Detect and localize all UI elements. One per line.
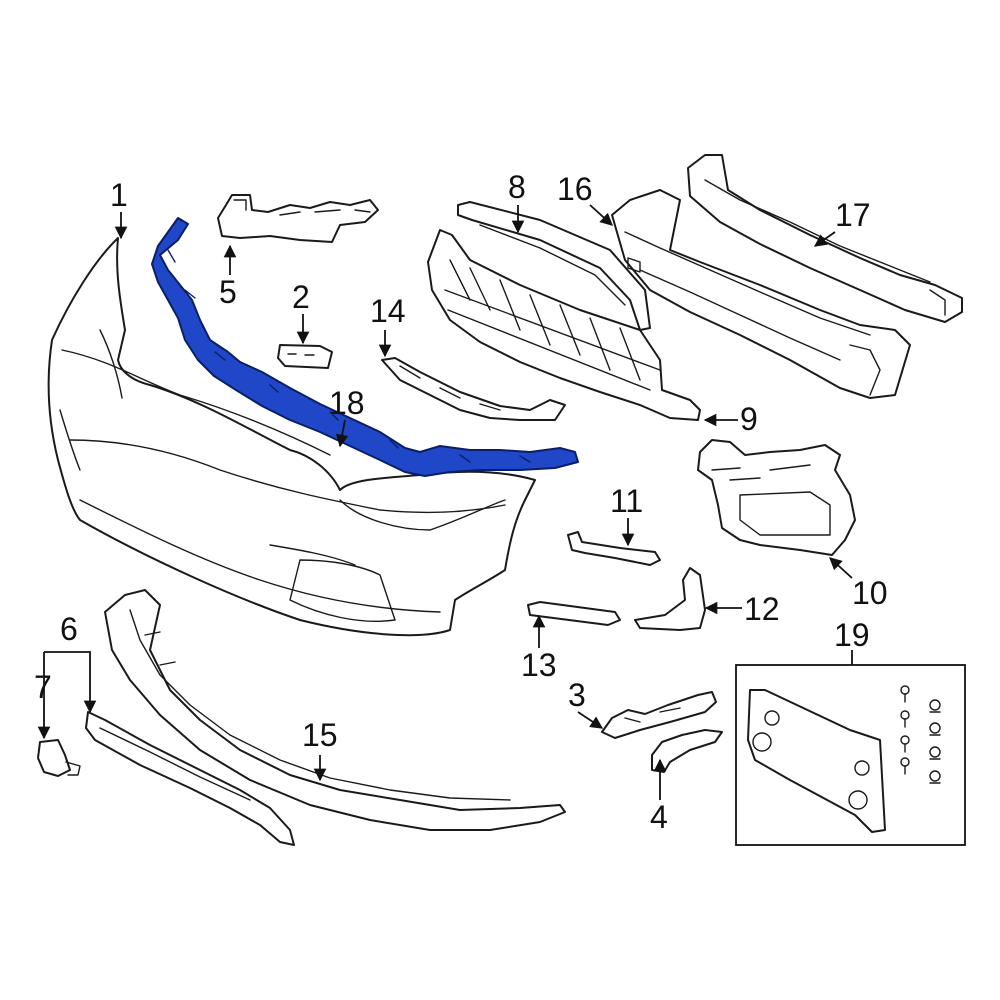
bracket-3: [601, 691, 717, 739]
callout-7: 7: [34, 669, 52, 705]
trim-13: [527, 601, 621, 626]
callout-15: 15: [302, 717, 338, 753]
bumper-cover: [47, 237, 536, 637]
callout-5: 5: [219, 274, 237, 310]
absorber-17: [687, 154, 963, 323]
bracket-12: [634, 567, 706, 631]
callout-labels: 1 2 3 4 5 6 7 8 9 10 11 12 13 14 15 16 1…: [34, 169, 888, 835]
molding-14: [381, 357, 566, 421]
lower-valance-15: [104, 589, 566, 831]
callout-6: 6: [60, 611, 78, 647]
callout-17: 17: [835, 197, 871, 233]
callout-10: 10: [852, 575, 888, 611]
lower-grille-9: [427, 229, 701, 421]
callout-19: 19: [834, 617, 870, 653]
cap-7: [37, 739, 81, 777]
callout-1: 1: [110, 177, 128, 213]
callout-9: 9: [740, 401, 758, 437]
callout-11: 11: [610, 483, 643, 519]
callout-16: 16: [557, 171, 593, 207]
callout-13: 13: [521, 647, 557, 683]
callout-3: 3: [568, 677, 586, 713]
upper-bumper-bracket-highlighted: [151, 217, 579, 477]
callout-2: 2: [292, 279, 310, 315]
callout-4: 4: [650, 799, 668, 835]
clip-2: [277, 344, 333, 369]
callout-14: 14: [370, 293, 406, 329]
fastener-set: [900, 685, 941, 784]
reinforcement-16: [611, 189, 911, 399]
bracket-4: [651, 729, 723, 773]
support-11: [567, 531, 661, 566]
lower-trim-6: [85, 711, 295, 846]
leader-lines: [37, 204, 853, 800]
callout-8: 8: [508, 169, 526, 205]
license-plate-bracket-kit-19: [735, 664, 966, 846]
bracket-5: [217, 194, 379, 243]
callout-12: 12: [744, 591, 780, 627]
fog-bracket-10: [697, 439, 856, 556]
callout-18: 18: [329, 385, 365, 421]
